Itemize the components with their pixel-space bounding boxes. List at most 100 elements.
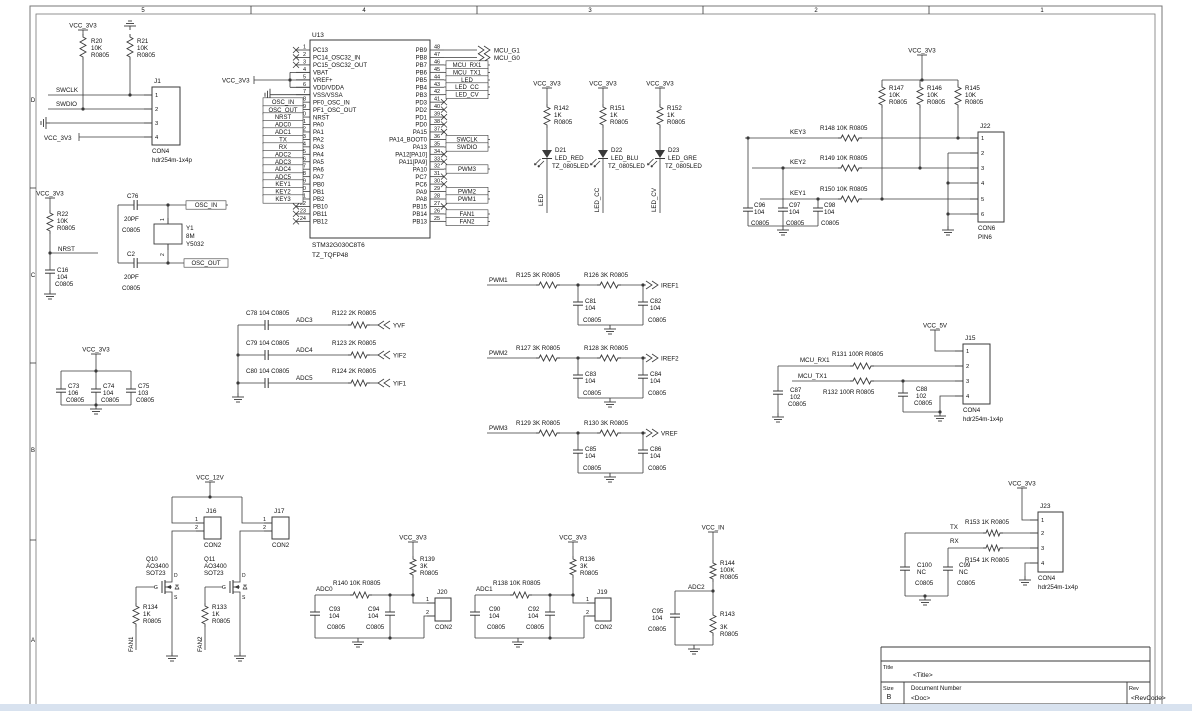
svg-text:2: 2	[195, 525, 198, 531]
offpage-connector	[377, 320, 391, 330]
svg-text:OSC_OUT: OSC_OUT	[191, 261, 220, 267]
svg-text:PF0_OSC_IN: PF0_OSC_IN	[313, 100, 350, 106]
capacitor-C85	[573, 449, 583, 454]
label-key1: KEY1	[790, 190, 806, 197]
capacitor-C97	[778, 207, 788, 212]
svg-text:B: B	[31, 448, 35, 454]
svg-text:R125 3K R0805: R125 3K R0805	[516, 272, 561, 279]
svg-text:TX: TX	[279, 138, 287, 144]
label-yif1: YIF1	[393, 381, 407, 388]
label-r132-100r-r0805: R132 100R R0805	[823, 389, 875, 396]
svg-text:TZ_TQFP48: TZ_TQFP48	[312, 252, 349, 259]
resistor-R132	[850, 376, 874, 386]
label-r147: R147	[889, 85, 904, 92]
svg-text:D: D	[31, 98, 36, 104]
svg-text:1K: 1K	[610, 112, 618, 119]
svg-text:PA0: PA0	[313, 123, 325, 129]
svg-text:1: 1	[303, 45, 306, 51]
svg-text:VCC_3V3: VCC_3V3	[1008, 481, 1036, 488]
svg-text:VCC_IN: VCC_IN	[702, 525, 725, 532]
capacitor-C2	[133, 258, 138, 268]
capacitor-C76	[133, 200, 138, 210]
svg-text:LED: LED	[461, 78, 473, 84]
wire	[934, 335, 963, 352]
svg-text:PA7: PA7	[313, 175, 325, 181]
svg-text:3: 3	[303, 59, 306, 65]
svg-text:FAN1: FAN1	[459, 212, 475, 218]
label-c73: C73	[68, 383, 80, 390]
svg-text:TZ_0805LED: TZ_0805LED	[665, 163, 702, 170]
label-r151: R151	[610, 105, 625, 112]
svg-text:hdr254m-1x4p: hdr254m-1x4p	[963, 416, 1003, 423]
svg-text:OSC_IN: OSC_IN	[195, 203, 217, 209]
window-bottom-strip	[0, 704, 1192, 711]
svg-text:PB2: PB2	[313, 197, 325, 203]
label-c0805: C0805	[583, 390, 602, 397]
svg-text:KEY2: KEY2	[275, 190, 291, 196]
svg-text:1: 1	[966, 349, 969, 355]
power-flag-vcc-5v: VCC_5V	[923, 323, 948, 335]
svg-text:C0805: C0805	[66, 397, 85, 404]
resistor-R142	[542, 104, 552, 128]
wire	[423, 615, 435, 638]
svg-text:C0805: C0805	[55, 281, 74, 288]
resistor-R21	[126, 34, 134, 60]
label-c0805: C0805	[915, 580, 934, 587]
svg-text:46: 46	[434, 59, 440, 65]
svg-text:PA10: PA10	[413, 167, 428, 173]
power-flag-vcc-12v: VCC_12V	[196, 475, 225, 487]
svg-text:R0805: R0805	[57, 225, 76, 232]
svg-text:R0805: R0805	[420, 570, 439, 577]
svg-text:3: 3	[588, 8, 592, 14]
label-r0805: R0805	[143, 618, 162, 625]
label-r0805: R0805	[580, 570, 599, 577]
label-r142: R142	[554, 105, 569, 112]
capacitor-C82	[638, 301, 648, 306]
svg-text:R143: R143	[720, 611, 735, 618]
svg-text:S: S	[242, 595, 246, 601]
power-flag-vcc-3v3: VCC_3V3	[908, 48, 936, 60]
svg-text:VCC_3V3: VCC_3V3	[399, 535, 427, 542]
label-r128-3k-r0805: R128 3K R0805	[584, 345, 629, 352]
svg-text:C86: C86	[650, 446, 662, 453]
ground-symbol	[352, 638, 364, 648]
svg-text:PC13: PC13	[313, 48, 329, 54]
svg-text:LED_CC: LED_CC	[455, 85, 479, 91]
svg-text:R21: R21	[137, 38, 149, 45]
svg-text:3: 3	[1041, 546, 1044, 552]
svg-text:R0805: R0805	[137, 52, 156, 59]
ground-symbol	[232, 393, 244, 403]
svg-text:PB1: PB1	[313, 190, 325, 196]
label-r0805: R0805	[720, 574, 739, 581]
power-flag-vcc-3v3: VCC_3V3	[36, 191, 64, 203]
label-104: 104	[368, 613, 379, 620]
svg-text:1: 1	[195, 517, 198, 523]
svg-text:C93: C93	[329, 606, 341, 613]
label-104: 104	[103, 390, 114, 397]
label-r146: R146	[927, 85, 942, 92]
svg-text:22: 22	[300, 201, 306, 207]
svg-text:PWM2: PWM2	[458, 190, 477, 196]
svg-text:MCU_G0: MCU_G0	[494, 55, 520, 62]
svg-text:PWM1: PWM1	[489, 277, 508, 284]
svg-text:TZ_0805LED: TZ_0805LED	[552, 163, 589, 170]
label-1k: 1K	[554, 112, 562, 119]
resistor-R136	[568, 556, 578, 578]
svg-text:R128 3K R0805: R128 3K R0805	[584, 345, 629, 352]
net-label-adc4: ADC4	[262, 164, 304, 174]
label-r0805: R0805	[554, 119, 573, 126]
label-r130-3k-r0805: R130 3K R0805	[584, 420, 629, 427]
svg-text:CON2: CON2	[435, 624, 453, 631]
svg-text:<Doc>: <Doc>	[911, 695, 930, 702]
ground-symbol	[166, 652, 178, 662]
junction-dot	[288, 78, 292, 82]
capacitor-C78	[264, 320, 269, 330]
label-100k: 100K	[720, 567, 735, 574]
label-1k: 1K	[143, 611, 151, 618]
offpage-connector	[477, 45, 491, 55]
svg-text:R130 3K R0805: R130 3K R0805	[584, 420, 629, 427]
capacitor-C84	[638, 374, 648, 379]
label-r138-10k-r0805: R138 10K R0805	[493, 580, 541, 587]
svg-text:CON2: CON2	[204, 542, 222, 549]
